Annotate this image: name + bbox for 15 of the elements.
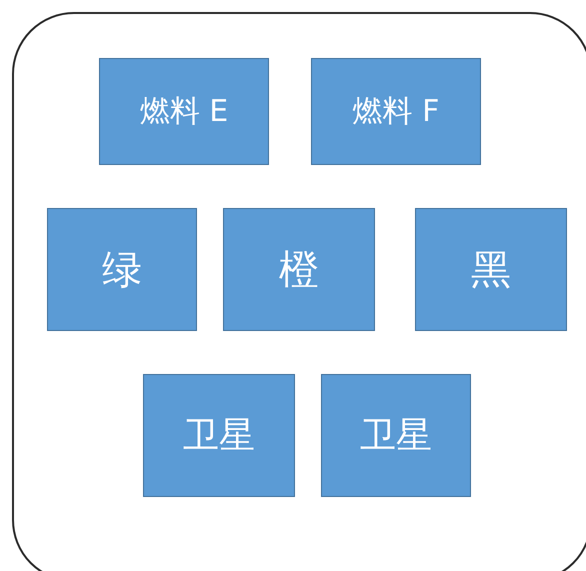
box-label: 绿 xyxy=(102,246,142,295)
box-label: 燃料 E xyxy=(140,93,228,131)
process-box xyxy=(47,208,197,331)
process-box xyxy=(143,374,295,497)
box-label: 卫星 xyxy=(183,414,255,458)
process-box xyxy=(311,58,481,165)
box-label: 卫星 xyxy=(360,414,432,458)
rounded-frame xyxy=(12,12,586,571)
process-box xyxy=(99,58,269,165)
box-label: 橙 xyxy=(279,246,319,295)
process-box xyxy=(415,208,567,331)
box-label: 黑 xyxy=(471,246,511,295)
process-box xyxy=(321,374,471,497)
box-label: 燃料 F xyxy=(352,93,440,131)
process-box xyxy=(223,208,375,331)
